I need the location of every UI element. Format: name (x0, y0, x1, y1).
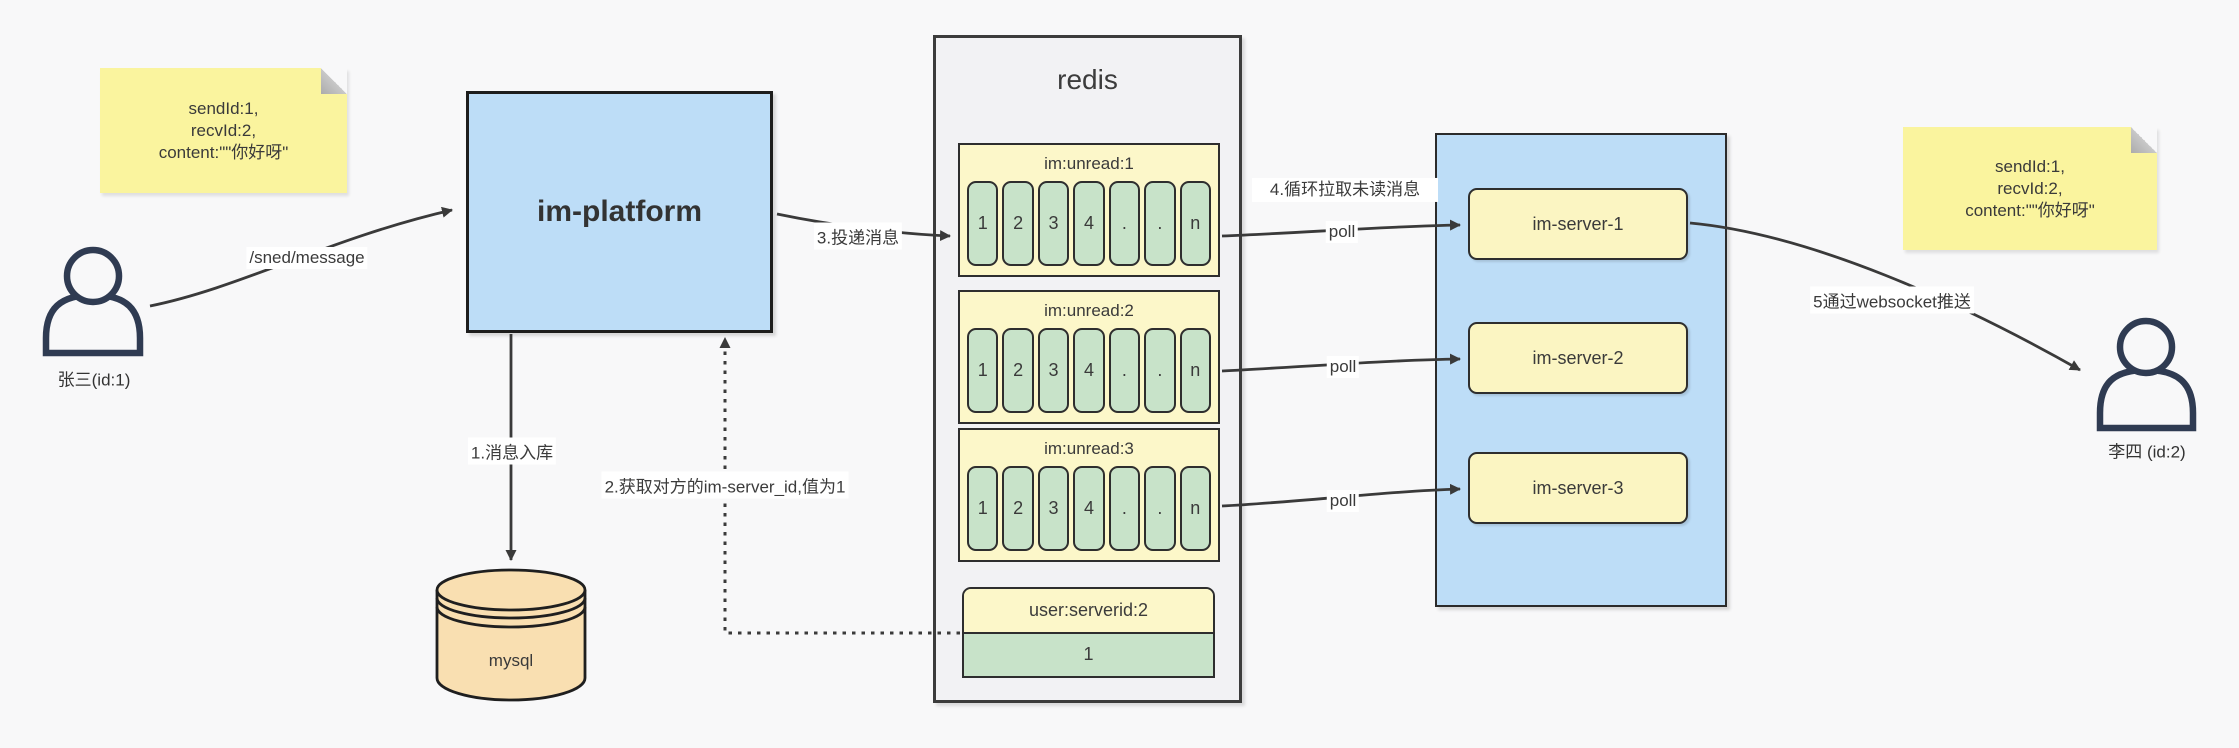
queue-cell: . (1108, 328, 1141, 413)
receiver-label: 李四 (id:2) (2108, 442, 2186, 462)
queue-header: im:unread:2 (1044, 301, 1134, 320)
queue-header: im:unread:3 (1044, 439, 1134, 458)
arrow-step2-dotted (719, 337, 960, 635)
sender-label: 张三(id:1) (57, 370, 131, 390)
note-line: recvId:2, (190, 120, 257, 140)
edge-label-step5: 5通过websocket推送 (1810, 286, 1974, 314)
im-server-label: im-server-2 (1532, 347, 1624, 368)
sticky-note-sender: sendId:1, recvId:2, content:""你好呀" (100, 68, 347, 193)
edge-label-send: /sned/message (246, 247, 368, 269)
queue-cell: . (1144, 181, 1176, 266)
queue-cell: n (1179, 328, 1211, 413)
im-server-3-node: im-server-3 (1468, 452, 1688, 524)
queue-cell: . (1144, 328, 1176, 413)
im-server-label: im-server-3 (1532, 477, 1624, 498)
queue-cells: 1 2 3 4 . . n (960, 466, 1218, 560)
queue-cell: 3 (1037, 466, 1070, 551)
queue-cell: 2 (1002, 181, 1034, 266)
note-line: recvId:2, (1997, 178, 2063, 198)
im-platform-node: im-platform (466, 91, 773, 333)
edge-label-step3: 3.投递消息 (813, 222, 903, 250)
kv-user-serverid: user:serverid:2 1 (962, 587, 1215, 678)
edge-label-step4: 4.循环拉取未读消息 (1252, 177, 1438, 203)
note-line: sendId:1, (188, 98, 259, 118)
note-fold-icon (321, 68, 347, 94)
queue-header: im:unread:1 (1044, 154, 1134, 173)
note-line: sendId:1, (1995, 156, 2065, 176)
person-sender-icon (42, 246, 144, 357)
note-line: content:""你好呀" (1965, 200, 2095, 220)
queue-cell: 2 (1002, 466, 1034, 551)
queue-im-unread-1: im:unread:1 1 2 3 4 . . n (958, 143, 1220, 277)
queue-cell: . (1108, 466, 1141, 551)
queue-cell: . (1108, 181, 1141, 266)
im-server-label: im-server-1 (1532, 213, 1624, 234)
note-line: content:""你好呀" (158, 142, 289, 162)
queue-cell: 1 (967, 328, 999, 413)
queue-im-unread-3: im:unread:3 1 2 3 4 . . n (958, 428, 1220, 562)
queue-cells: 1 2 3 4 . . n (960, 181, 1218, 275)
queue-cell: n (1179, 181, 1211, 266)
queue-cell: 2 (1002, 328, 1034, 413)
person-receiver-icon (2096, 317, 2197, 432)
queue-cell: 4 (1073, 181, 1105, 266)
queue-cell: 1 (967, 466, 999, 551)
arrow-step5-websocket (1689, 221, 2081, 372)
edge-label-step1: 1.消息入库 (467, 437, 557, 465)
mysql-label: mysql (489, 651, 533, 670)
sticky-note-receiver: sendId:1, recvId:2, content:""你好呀" (1903, 127, 2157, 250)
redis-title: redis (1057, 64, 1118, 95)
queue-cell: 4 (1073, 328, 1105, 413)
queue-cell: 1 (967, 181, 999, 266)
im-server-1-node: im-server-1 (1468, 188, 1688, 260)
queue-cell: 3 (1037, 181, 1070, 266)
edge-label-poll-3: poll (1326, 490, 1360, 512)
note-fold-icon (2131, 127, 2157, 153)
edge-label-step2: 2.获取对方的im-server_id,值为1 (601, 471, 849, 499)
queue-cell: . (1144, 466, 1176, 551)
edge-label-poll-1: poll (1325, 221, 1359, 243)
mysql-database-icon (435, 568, 587, 702)
queue-cell: n (1179, 466, 1211, 551)
queue-im-unread-2: im:unread:2 1 2 3 4 . . n (958, 290, 1220, 424)
queue-cells: 1 2 3 4 . . n (960, 328, 1218, 422)
queue-cell: 4 (1073, 466, 1105, 551)
im-platform-label: im-platform (537, 195, 702, 228)
kv-header: user:serverid:2 (964, 589, 1213, 634)
im-server-2-node: im-server-2 (1468, 322, 1688, 394)
queue-cell: 3 (1037, 328, 1070, 413)
kv-value: 1 (1083, 644, 1094, 665)
edge-label-poll-2: poll (1326, 356, 1360, 378)
